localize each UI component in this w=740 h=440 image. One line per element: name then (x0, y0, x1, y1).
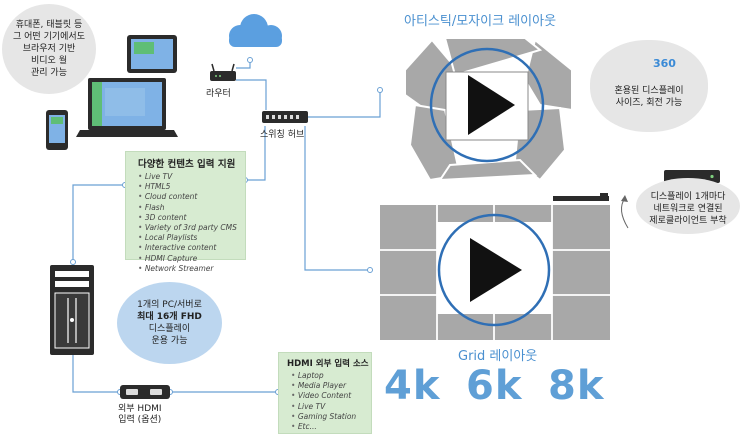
connector-lines (72, 60, 381, 393)
list-item: Live TV (291, 402, 371, 412)
line-server-hdmi (72, 355, 120, 393)
rotation-bubble: 혼용된 디스플레이 사이즈, 회전 가능 (590, 40, 708, 132)
play-icon-artistic (468, 75, 515, 135)
list-item: Flash (138, 203, 245, 213)
resolution-6k: 6k (466, 363, 523, 409)
content-input-box: 다양한 컨텐츠 입력 지원 Live TV HTML5 Cloud conten… (125, 151, 246, 273)
cloud-icon (229, 14, 282, 47)
list-item: Etc... (291, 422, 371, 432)
resolution-4k: 4k (384, 363, 441, 409)
server-tower-icon (50, 265, 94, 355)
router-icon (210, 63, 236, 81)
line-hub-content (245, 126, 266, 181)
list-item: Network Streamer (138, 264, 245, 274)
tablet-icon (127, 35, 177, 73)
list-item: Media Player (291, 381, 371, 391)
content-list: Live TV HTML5 Cloud content Flash 3D con… (126, 172, 245, 274)
switching-hub-icon (262, 111, 308, 123)
resolution-8k: 8k (548, 363, 605, 409)
line-hub-grid (304, 126, 370, 271)
list-item: Live TV (138, 172, 245, 182)
zero-client-mounted (553, 196, 609, 201)
line-content-server (72, 184, 125, 262)
list-item: Video Content (291, 391, 371, 401)
router-label: 라우터 (206, 89, 231, 99)
list-item: Interactive content (138, 243, 245, 253)
list-item: HTML5 (138, 182, 245, 192)
list-item: Cloud content (138, 192, 245, 202)
hdmi-list: Laptop Media Player Video Content Live T… (279, 371, 371, 432)
list-item: Laptop (291, 371, 371, 381)
list-item: HDMI Capture (138, 254, 245, 264)
grid-layout (380, 205, 610, 340)
artistic-layout (404, 37, 573, 182)
line-router-hub (236, 79, 267, 110)
hdmi-capture-icon (120, 385, 170, 399)
hdmi-external-label: 외부 HDMI 입력 (옵션) (118, 404, 162, 425)
switching-hub-label: 스위칭 허브 (260, 130, 305, 140)
phone-icon (46, 110, 68, 150)
laptop-icon (76, 78, 178, 137)
hdmi-source-box: HDMI 외부 입력 소스 Laptop Media Player Video … (278, 352, 372, 434)
artistic-layout-heading: 아티스틱/모자이크 레이아웃 (404, 14, 557, 29)
devices-bubble: 휴대폰, 태블릿 등 그 어떤 기기에서도 브라우저 기반 비디오 월 관리 가… (2, 4, 96, 94)
server-bubble: 1개의 PC/서버로 최대 16개 FHD 디스플레이 운용 가능 (117, 282, 222, 364)
content-box-title: 다양한 컨텐츠 입력 지원 (138, 159, 236, 170)
badge-360-text: 360 (653, 57, 676, 70)
zero-client-bubble: 디스플레이 1개마다 네트워크로 연결된 제로클라이언트 부착 (636, 178, 740, 234)
list-item: Gaming Station (291, 412, 371, 422)
play-icon-grid (470, 238, 522, 302)
list-item: Local Playlists (138, 233, 245, 243)
list-item: Variety of 3rd party CMS (138, 223, 245, 233)
hdmi-box-title: HDMI 외부 입력 소스 (287, 359, 369, 369)
line-hub-artistic (308, 90, 381, 118)
list-item: 3D content (138, 213, 245, 223)
grid-layout-heading: Grid 레이아웃 (458, 349, 538, 364)
